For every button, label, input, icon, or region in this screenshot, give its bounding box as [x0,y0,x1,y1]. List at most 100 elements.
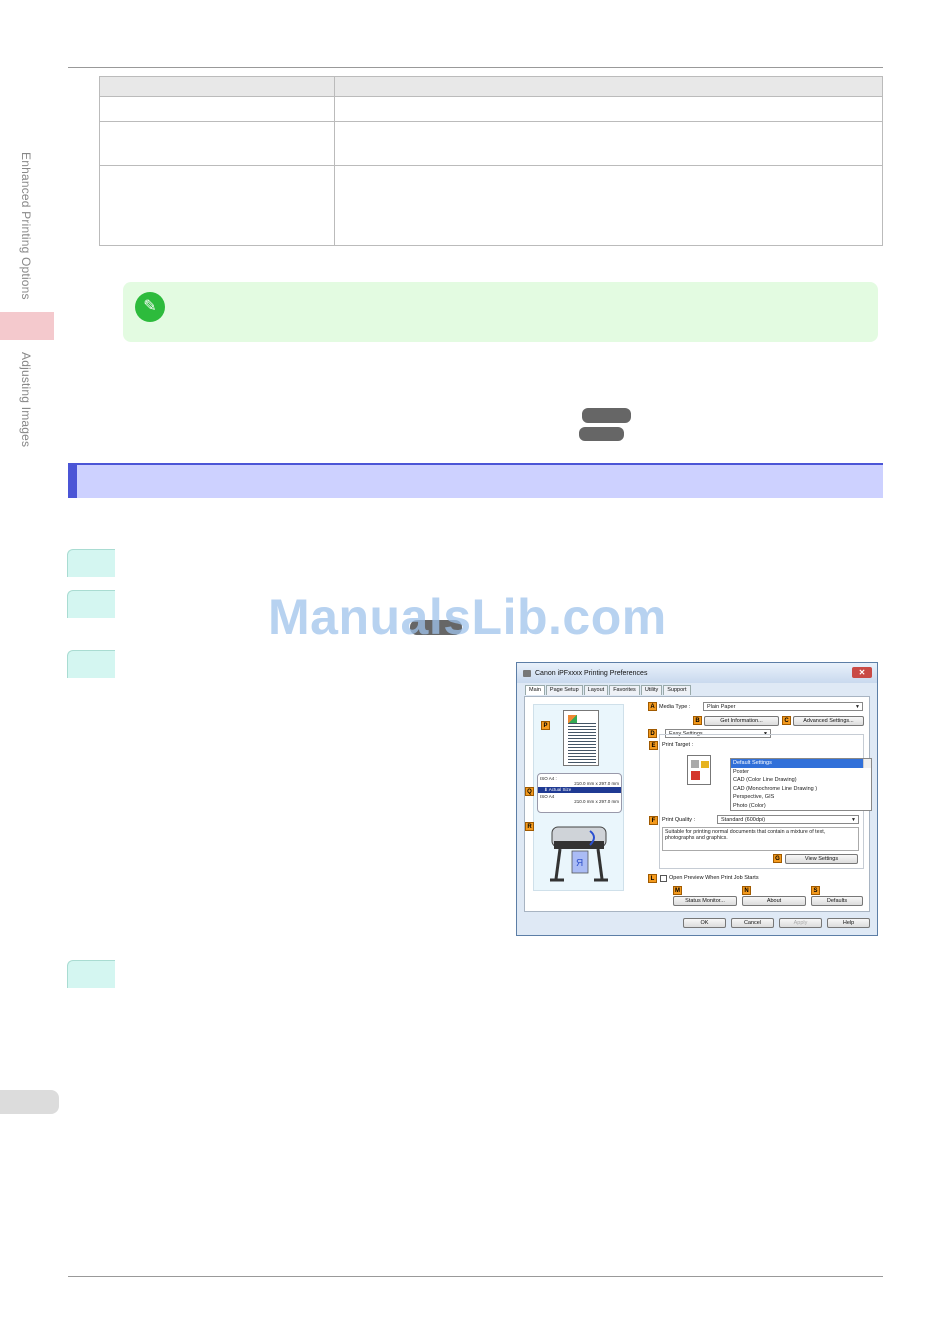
section-heading-bar [68,463,883,498]
top-rule [68,67,883,68]
description-box: Suitable for printing normal documents t… [662,827,859,851]
tab-support[interactable]: Support [663,685,691,695]
marker-e: E [649,741,658,750]
print-target-icon [687,755,711,785]
status-monitor-button[interactable]: Status Monitor... [673,896,737,906]
tab-favorites[interactable]: Favorites [609,685,640,695]
defaults-button[interactable]: Defaults [811,896,863,906]
paper-size-label: ISO A4 : [540,776,557,781]
sidebar-section-enhanced: Enhanced Printing Options [19,152,33,300]
table-cell [99,121,335,166]
step-marker-4 [67,960,115,988]
marker-c: C [782,716,791,725]
print-target-label: Print Target : [662,742,694,748]
paper-dimensions: 210.0 mm x 297.0 mm [574,781,619,786]
marker-s: S [811,886,820,895]
reference-pill[interactable] [579,427,624,441]
get-information-button[interactable]: Get Information... [704,716,779,726]
step-marker-1 [67,549,115,577]
note-box: ✎ [123,282,878,342]
table-cell [99,96,335,122]
list-item[interactable]: Photo (Color) [733,802,766,809]
tab-main[interactable]: Main [525,685,545,695]
list-scrollbar[interactable] [863,759,871,768]
marker-a: A [648,702,657,711]
table-cell [334,121,883,166]
output-size-label: ISO A4 [540,794,555,799]
tab-bar: Main Page Setup Layout Favorites Utility… [525,685,692,695]
step-marker-2 [67,590,115,618]
bottom-rule [68,1276,883,1277]
print-quality-select[interactable]: Standard (600dpi) ▼ [717,815,859,824]
table-cell [334,96,883,122]
chevron-down-icon: ▼ [855,704,860,710]
tab-layout[interactable]: Layout [583,685,609,695]
marker-p: P [541,721,550,730]
ok-button[interactable]: OK [683,918,726,928]
dialog-title: Canon iPFxxxx Printing Preferences [535,669,648,677]
preview-area: P Q ISO A4 : 210.0 mm x 297.0 mm ⬇ Actua… [525,704,624,891]
page-number-tab [0,1090,59,1114]
print-quality-label: Print Quality : [662,817,696,823]
marker-r: R [525,822,534,831]
actual-size-indicator: ⬇ Actual Size [538,787,621,793]
marker-d: D [648,729,657,738]
tab-page-setup[interactable]: Page Setup [545,685,583,695]
marker-q: Q [525,787,534,796]
chevron-down-icon: ▼ [851,817,856,823]
print-target-list[interactable]: Default Settings Poster CAD (Color Line … [730,758,872,811]
cancel-button[interactable]: Cancel [731,918,774,928]
list-item[interactable]: Default Settings [731,759,871,768]
table-cell [99,165,335,246]
page-preview [563,710,599,766]
printer-icon [523,669,531,677]
watermark: ManualsLib.com [268,589,667,645]
marker-g: G [773,854,782,863]
list-item[interactable]: CAD (Monochrome Line Drawing ) [733,785,818,792]
advanced-settings-button[interactable]: Advanced Settings... [793,716,864,726]
print-quality-value: Standard (600dpi) [721,817,766,823]
list-item[interactable]: CAD (Color Line Drawing) [733,777,797,783]
media-type-value: Plain Paper [707,704,736,710]
sidebar-section-adjusting: Adjusting Images [19,352,33,448]
settings-table [99,76,883,246]
help-button[interactable]: Help [827,918,870,928]
main-tab-panel: P Q ISO A4 : 210.0 mm x 297.0 mm ⬇ Actua… [524,696,872,912]
step-marker-3 [67,650,115,678]
text-lines-graphic [568,723,596,763]
open-preview-checkbox[interactable] [660,875,667,882]
reference-pill[interactable] [582,408,631,423]
table-header-cell [99,76,335,97]
open-preview-label: Open Preview When Print Job Starts [669,875,759,881]
about-button[interactable]: About [742,896,806,906]
marker-l: L [648,874,657,883]
table-header-cell [334,76,883,97]
view-settings-button[interactable]: View Settings [785,854,858,864]
list-item[interactable]: Poster [733,768,749,775]
marker-m: M [673,886,682,895]
actual-size-label: Actual Size [548,787,572,792]
printer-illustration-icon: Я [550,826,608,882]
target-graphic-block [691,760,699,768]
table-cell [334,165,883,246]
target-graphic-block [691,771,700,780]
marker-n: N [742,886,751,895]
image-thumbnail-icon [568,715,577,723]
tab-utility[interactable]: Utility [640,685,663,695]
paper-size-info: ISO A4 : 210.0 mm x 297.0 mm ⬇ Actual Si… [537,773,622,813]
pencil-icon: ✎ [135,292,165,322]
marker-f: F [649,816,658,825]
dialog-titlebar: Canon iPFxxxx Printing Preferences [517,663,877,683]
printing-preferences-dialog: Canon iPFxxxx Printing Preferences ✕ Mai… [516,662,878,936]
svg-text:Я: Я [576,858,583,869]
reference-pill[interactable] [410,620,462,635]
close-button[interactable]: ✕ [852,667,872,678]
target-graphic-block [701,761,709,768]
apply-button[interactable]: Apply [779,918,822,928]
easy-settings-group: E Print Target : Default Settings Poster… [649,734,872,869]
output-dimensions: 210.0 mm x 297.0 mm [574,799,619,804]
list-item[interactable]: Perspective, GIS [733,794,775,800]
sidebar-active-tab [0,312,54,340]
media-type-select[interactable]: Plain Paper ▼ [703,702,863,711]
marker-b: B [693,716,702,725]
